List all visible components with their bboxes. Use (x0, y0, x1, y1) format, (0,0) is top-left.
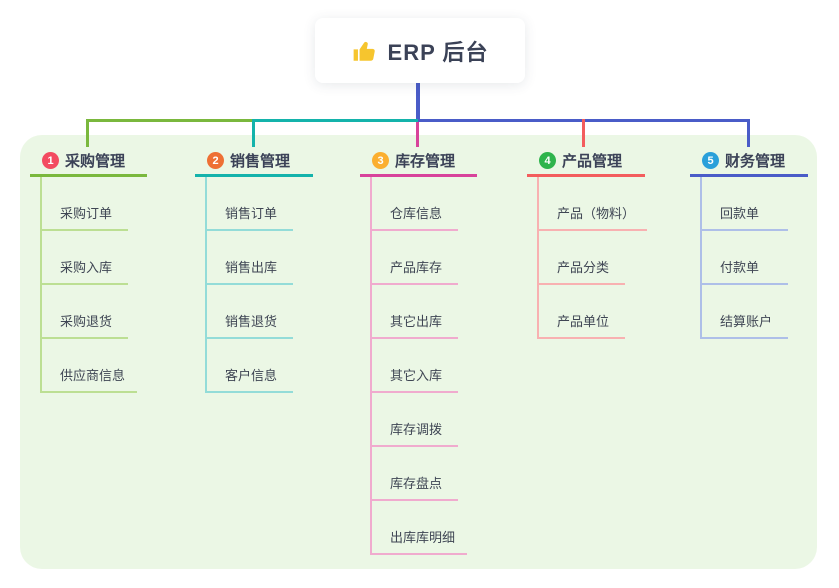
branch-label: 库存管理 (395, 153, 456, 170)
child-node[interactable]: 产品（物料） (539, 177, 648, 231)
branches-panel (20, 135, 817, 569)
child-node[interactable]: 其它出库 (372, 285, 458, 339)
child-node[interactable]: 仓库信息 (372, 177, 458, 231)
branch-purchase: 1 采购管理 采购订单 采购入库 采购退货 供应商信息 (30, 147, 147, 393)
child-node[interactable]: 回款单 (702, 177, 788, 231)
child-node[interactable]: 库存调拨 (372, 393, 458, 447)
branch-children: 仓库信息 产品库存 其它出库 其它入库 库存调拨 库存盘点 出库库明细 (370, 177, 477, 555)
child-node[interactable]: 销售订单 (207, 177, 293, 231)
number-badge: 1 (42, 152, 59, 169)
root-node[interactable]: ERP 后台 (315, 18, 525, 83)
drop-line-inventory (416, 122, 419, 147)
root-label: ERP 后台 (387, 39, 489, 65)
child-node[interactable]: 采购退货 (42, 285, 128, 339)
branch-children: 产品（物料） 产品分类 产品单位 (537, 177, 648, 339)
child-node[interactable]: 产品分类 (539, 231, 625, 285)
branch-label: 采购管理 (65, 153, 126, 170)
child-node[interactable]: 付款单 (702, 231, 788, 285)
child-node[interactable]: 采购入库 (42, 231, 128, 285)
number-badge: 5 (702, 152, 719, 169)
child-node[interactable]: 销售退货 (207, 285, 293, 339)
branch-children: 销售订单 销售出库 销售退货 客户信息 (205, 177, 313, 393)
branch-node-purchase[interactable]: 1 采购管理 (30, 147, 147, 177)
drop-line-product (582, 119, 585, 147)
branch-inventory: 3 库存管理 仓库信息 产品库存 其它出库 其它入库 库存调拨 库存盘点 出库库… (360, 147, 477, 555)
branch-finance: 5 财务管理 回款单 付款单 结算账户 (690, 147, 808, 339)
branch-children: 采购订单 采购入库 采购退货 供应商信息 (40, 177, 147, 393)
child-node[interactable]: 结算账户 (702, 285, 788, 339)
branch-label: 产品管理 (562, 153, 623, 170)
branch-label: 销售管理 (230, 153, 291, 170)
child-node[interactable]: 出库库明细 (372, 501, 468, 555)
child-node[interactable]: 产品单位 (539, 285, 625, 339)
bus-line-green (86, 119, 253, 122)
child-node[interactable]: 客户信息 (207, 339, 293, 393)
child-node[interactable]: 供应商信息 (42, 339, 138, 393)
child-node[interactable]: 其它入库 (372, 339, 458, 393)
child-node[interactable]: 采购订单 (42, 177, 128, 231)
branch-node-finance[interactable]: 5 财务管理 (690, 147, 808, 177)
branch-node-product[interactable]: 4 产品管理 (527, 147, 645, 177)
drop-line-finance (747, 119, 750, 147)
branch-node-inventory[interactable]: 3 库存管理 (360, 147, 477, 177)
number-badge: 4 (539, 152, 556, 169)
number-badge: 3 (372, 152, 389, 169)
drop-line-sales (252, 119, 255, 147)
thumbs-up-icon (352, 38, 378, 64)
drop-line-purchase (86, 119, 89, 147)
child-node[interactable]: 产品库存 (372, 231, 458, 285)
bus-line-teal (253, 119, 418, 122)
branch-product: 4 产品管理 产品（物料） 产品分类 产品单位 (527, 147, 648, 339)
child-node[interactable]: 销售出库 (207, 231, 293, 285)
branch-sales: 2 销售管理 销售订单 销售出库 销售退货 客户信息 (195, 147, 313, 393)
child-node[interactable]: 库存盘点 (372, 447, 458, 501)
number-badge: 2 (207, 152, 224, 169)
branch-node-sales[interactable]: 2 销售管理 (195, 147, 313, 177)
branch-label: 财务管理 (725, 153, 786, 170)
branch-children: 回款单 付款单 结算账户 (700, 177, 808, 339)
root-connector-line (416, 83, 420, 122)
